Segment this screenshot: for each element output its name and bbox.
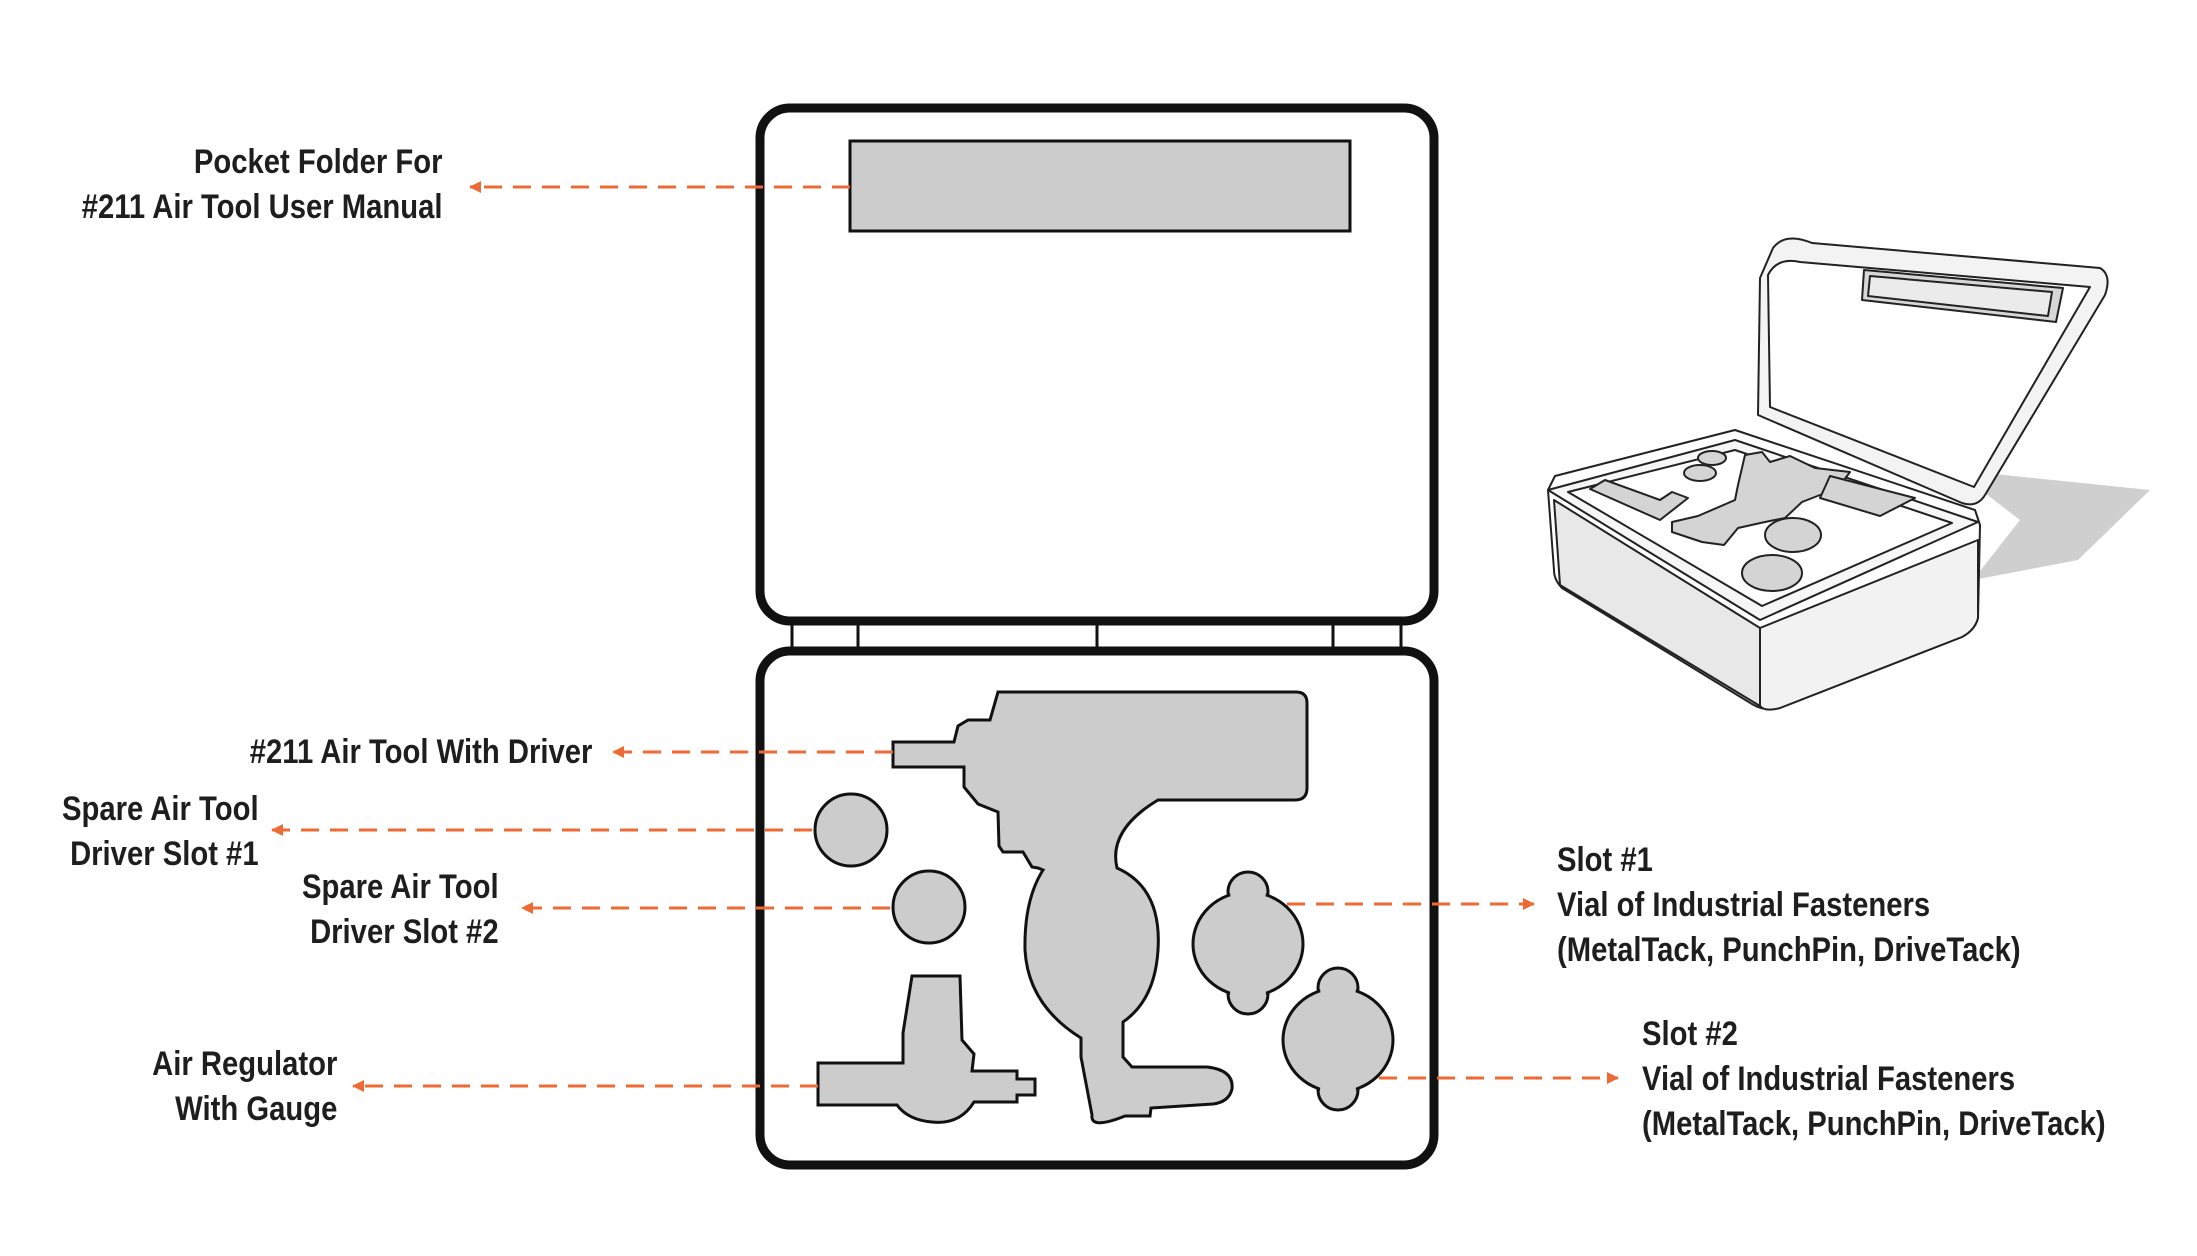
label-slot-1: Slot #1 Vial of Industrial Fasteners (Me…: [1557, 838, 2021, 973]
label-pocket-folder-line2: #211 Air Tool User Manual: [81, 188, 442, 226]
label-air-regulator: Air Regulator With Gauge: [152, 1042, 337, 1132]
label-spare-slot-2-line1: Spare Air Tool: [302, 868, 499, 906]
label-spare-slot-1: Spare Air Tool Driver Slot #1: [62, 787, 259, 877]
label-slot-2-line2: Vial of Industrial Fasteners: [1642, 1060, 2016, 1098]
case-3d-illustration: [1547, 237, 2150, 711]
air-tool-cutout: [891, 690, 1309, 1125]
spare-slot-2-cutout: [891, 869, 967, 945]
label-pocket-folder: Pocket Folder For #211 Air Tool User Man…: [81, 140, 442, 230]
label-slot-2: Slot #2 Vial of Industrial Fasteners (Me…: [1642, 1012, 2106, 1147]
label-slot-2-line3: (MetalTack, PunchPin, DriveTack): [1642, 1105, 2106, 1143]
label-air-regulator-line2: With Gauge: [174, 1090, 337, 1128]
label-slot-1-line3: (MetalTack, PunchPin, DriveTack): [1557, 931, 2021, 969]
label-slot-1-line1: Slot #1: [1557, 841, 1653, 879]
label-pocket-folder-line1: Pocket Folder For: [193, 143, 442, 181]
spare-slot-1-cutout: [813, 792, 889, 868]
case-lid: [755, 103, 1439, 626]
label-slot-1-line2: Vial of Industrial Fasteners: [1557, 886, 1931, 924]
regulator-cutout: [816, 974, 1037, 1124]
vial-slot-2-cutout: [1281, 966, 1395, 1112]
label-spare-slot-2: Spare Air Tool Driver Slot #2: [302, 865, 499, 955]
label-spare-slot-1-line2: Driver Slot #1: [70, 835, 259, 873]
label-spare-slot-2-line2: Driver Slot #2: [310, 913, 499, 951]
vial-slot-1-cutout: [1191, 870, 1305, 1016]
label-slot-2-line1: Slot #2: [1642, 1015, 1738, 1053]
label-air-regulator-line1: Air Regulator: [151, 1045, 337, 1083]
label-spare-slot-1-line1: Spare Air Tool: [62, 790, 259, 828]
manual-pocket: [848, 139, 1352, 233]
label-air-tool: #211 Air Tool With Driver: [249, 730, 592, 775]
label-air-tool-line1: #211 Air Tool With Driver: [249, 733, 592, 771]
